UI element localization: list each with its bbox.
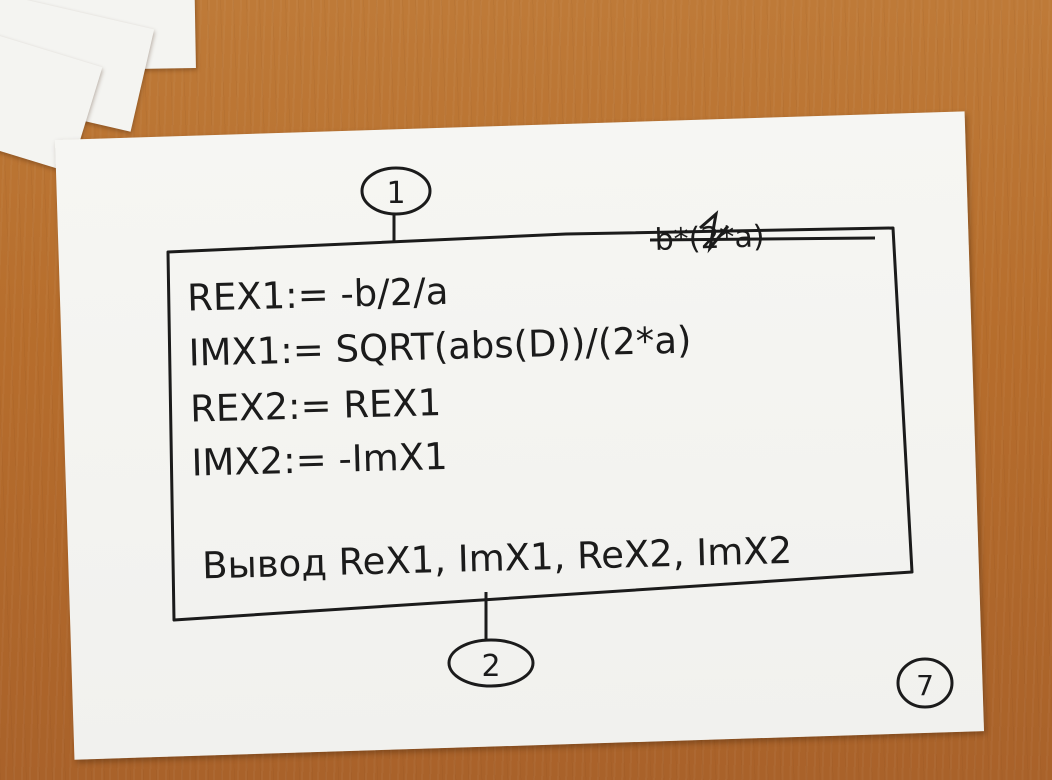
connector-in-circle <box>360 166 432 216</box>
statement-imx2: IMX2:= -ImX1 <box>191 435 448 485</box>
connector-out-label: 2 <box>481 649 500 684</box>
statement-imx1: IMX1:= SQRT(abs(D))/(2*a) <box>188 319 692 375</box>
strike-line <box>649 236 876 242</box>
scribble-mark <box>699 210 730 254</box>
connector-in-label: 1 <box>386 176 405 211</box>
statement-rex1: REX1:= -b/2/a <box>187 270 449 320</box>
crossed-out-note: b*(2*a) <box>649 210 876 258</box>
page-number: 7 <box>916 669 934 702</box>
connector-out-circle <box>447 638 535 688</box>
process-block <box>166 226 914 622</box>
page-number-circle <box>896 657 954 709</box>
output-statement: Вывод ReX1, ImX1, ReX2, ImX2 <box>202 529 793 587</box>
statement-rex2: REX2:= REX1 <box>190 381 442 431</box>
